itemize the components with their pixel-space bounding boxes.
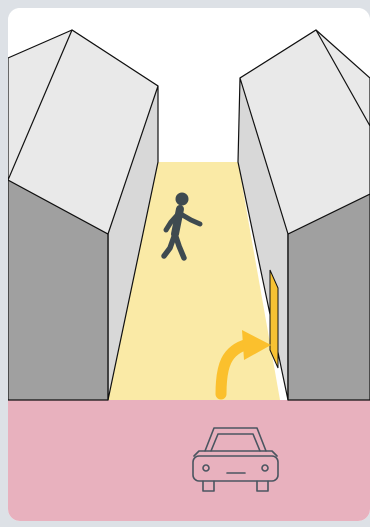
street-scene-diagram [8, 8, 370, 521]
left-building-roof [8, 29, 159, 235]
car-front-icon [192, 427, 279, 492]
walking-person-icon [161, 192, 203, 261]
street-scene-card [8, 8, 370, 521]
right-roof-ridge [315, 29, 370, 127]
alley-door [269, 269, 279, 369]
curved-turn-arrow-icon [215, 330, 271, 400]
left-roof-ridge [8, 29, 73, 181]
alley-road [108, 162, 280, 400]
street-band [8, 400, 370, 521]
left-building [8, 29, 159, 401]
right-building-roof [239, 29, 370, 235]
